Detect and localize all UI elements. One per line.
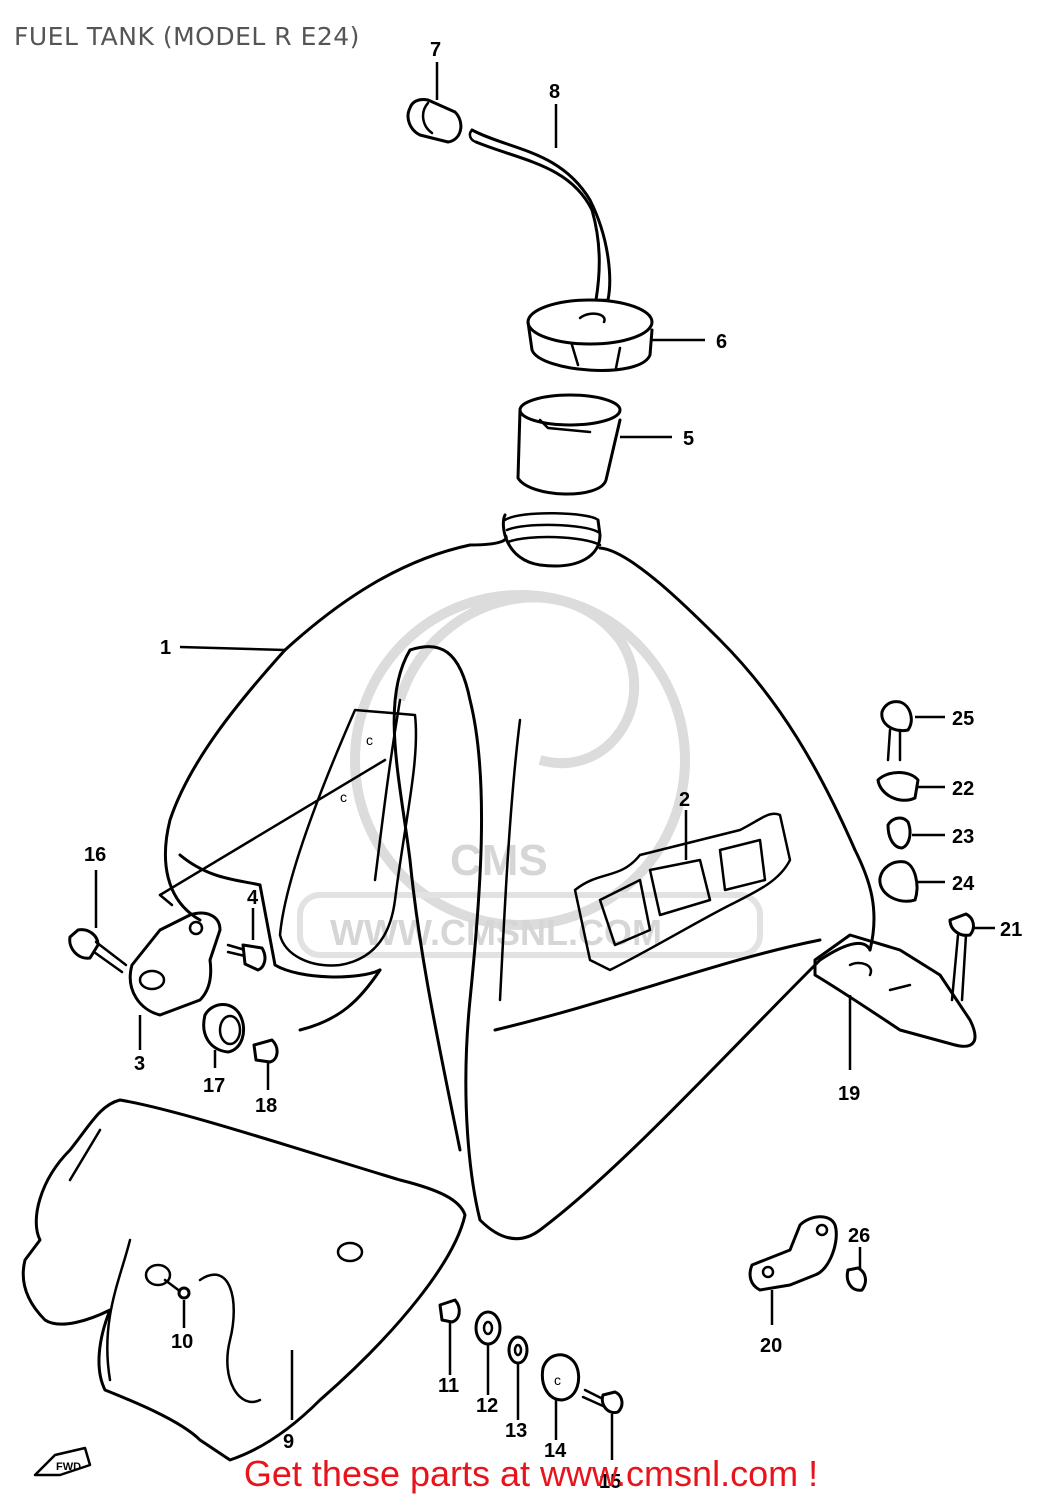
part-2-decal	[573, 810, 792, 972]
callout-18: 18	[255, 1095, 277, 1117]
part-1-fuel-tank: c c	[158, 512, 876, 1241]
part-15-bolt	[581, 1388, 624, 1460]
part-5-filler-sleeve	[516, 393, 672, 496]
callout-7: 7	[430, 39, 441, 61]
part-26-nut	[845, 1247, 867, 1292]
part-8-breather-hose	[468, 104, 612, 302]
parts-link[interactable]: Get these parts at www.cmsnl.com !	[243, 1453, 819, 1494]
callout-16: 16	[84, 844, 106, 866]
callout-25: 25	[952, 708, 974, 730]
part-20-bracket	[748, 1215, 838, 1325]
part-21-bolt	[948, 912, 995, 1002]
callout-9: 9	[283, 1431, 294, 1453]
fwd-label: FWD	[56, 1461, 81, 1473]
part-24-grommet	[878, 860, 945, 903]
part-4-bolt	[226, 908, 267, 972]
part-6-fuel-cap	[526, 298, 705, 372]
callout-6: 6	[716, 331, 727, 353]
part-11-collar	[438, 1298, 461, 1375]
callout-12: 12	[476, 1395, 498, 1417]
svg-text:c: c	[554, 1372, 561, 1388]
callout-14: 14	[544, 1440, 567, 1462]
callout-19: 19	[838, 1083, 860, 1105]
part-18-collar	[252, 1038, 279, 1090]
callout-20: 20	[760, 1335, 782, 1357]
callout-21: 21	[1000, 919, 1022, 941]
svg-text:c: c	[366, 732, 373, 748]
callout-26: 26	[848, 1225, 870, 1247]
forward-arrow-icon: FWD	[33, 1446, 92, 1477]
part-7-plug	[406, 62, 463, 144]
part-10-screw	[163, 1278, 191, 1328]
part-13-washer	[507, 1335, 529, 1420]
callout-10: 10	[171, 1331, 193, 1353]
callout-13: 13	[505, 1420, 527, 1442]
callout-3: 3	[134, 1053, 145, 1075]
callout-2: 2	[679, 789, 690, 811]
watermark-brand: CMS	[450, 836, 548, 885]
callout-5: 5	[683, 428, 694, 450]
part-9-side-cover	[21, 1098, 467, 1462]
svg-text:c: c	[340, 789, 347, 805]
part-22-collar	[876, 771, 945, 802]
callout-11: 11	[438, 1375, 459, 1397]
part-25-bolt	[880, 700, 945, 762]
watermark-logo: CMS WWW.CMSNL.COM	[297, 590, 763, 958]
part-12-washer	[474, 1310, 502, 1395]
callout-15: 15	[599, 1471, 621, 1493]
part-3-bracket	[128, 911, 222, 1050]
callout-4: 4	[247, 887, 259, 909]
callout-22: 22	[952, 778, 974, 800]
callout-1: 1	[160, 637, 171, 659]
callout-17: 17	[203, 1075, 225, 1097]
part-14-grommet: c	[540, 1353, 581, 1440]
callout-23: 23	[952, 826, 974, 848]
diagram-title: FUEL TANK (MODEL R E24)	[14, 22, 360, 51]
part-23-collar	[886, 816, 945, 850]
callout-8: 8	[549, 81, 560, 103]
part-16-bolt	[68, 870, 128, 974]
callout-24: 24	[952, 873, 975, 895]
part-19-bracket	[813, 933, 977, 1070]
part-17-grommet	[202, 1003, 245, 1068]
